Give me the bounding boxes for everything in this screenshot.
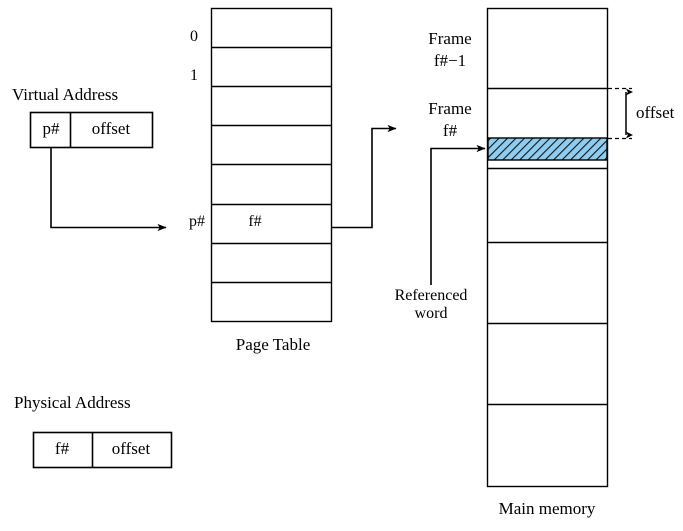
- referenced-word-label-line2: word: [414, 305, 448, 322]
- frame-label-f-line1: Frame: [428, 99, 472, 118]
- frame-label-f-minus-1-line1: Frame: [428, 29, 472, 48]
- offset-bracket: [608, 87, 634, 140]
- frame-label-f-minus-1-line2: f#−1: [433, 51, 467, 70]
- virtual-address-caption: Virtual Address: [12, 85, 119, 104]
- connector-frame-entry-to-memory: [331, 124, 397, 229]
- physical-address-field-offset: offset: [111, 439, 151, 458]
- page-table-row-label-0: 0: [190, 28, 198, 45]
- frame-label-f-line2: f#: [442, 121, 458, 140]
- connector-pnum-to-page-table: [50, 147, 167, 232]
- page-table-entry-fnum: f#: [248, 213, 262, 230]
- physical-address-caption: Physical Address: [14, 393, 131, 412]
- referenced-word-label-line1: Referenced: [394, 287, 468, 304]
- page-table-box: [210, 7, 333, 323]
- main-memory-box: [486, 7, 609, 488]
- page-table-caption: Page Table: [235, 335, 311, 354]
- virtual-address-box: [29, 111, 154, 149]
- page-table-row-label-5: p#: [189, 213, 205, 230]
- virtual-address-field-offset: offset: [91, 119, 131, 138]
- offset-bracket-label: offset: [636, 103, 675, 122]
- virtual-address-field-pnum: p#: [42, 119, 60, 138]
- page-table-row-label-1: 1: [190, 67, 198, 84]
- connector-referenced-word: [430, 144, 486, 285]
- referenced-word-highlight: [487, 137, 608, 161]
- physical-address-box: [32, 431, 173, 469]
- physical-address-field-fnum: f#: [54, 439, 70, 458]
- main-memory-caption: Main memory: [498, 499, 596, 518]
